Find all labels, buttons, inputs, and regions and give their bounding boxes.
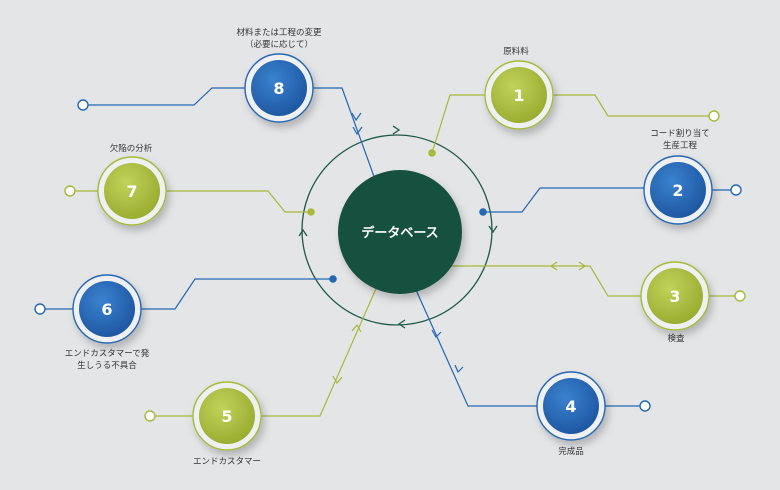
connector-4 [411,280,540,407]
label-line: 生しうる不具合 [77,361,137,371]
connector-1-out [550,94,714,117]
label-line: 検査 [667,334,685,344]
node-5-label: エンドカスタマー [193,456,261,468]
connector-8-out [83,87,248,106]
connector-3 [430,265,645,297]
node-6-label: エンドカスタマーで発 生しうる不具合 [65,348,150,372]
node-7-label: 欠陥の分析 [110,143,153,155]
node-number: 5 [221,407,232,426]
node-2: 2 [643,155,713,225]
label-line: エンドカスタマー [192,457,262,467]
connector-2 [483,187,647,213]
connector-arrows [332,112,587,385]
label-line: 欠陥の分析 [109,144,153,154]
node-number: 1 [513,86,524,105]
node-1: 1 [484,60,554,130]
node-number: 4 [565,397,576,416]
label-line: コード割り当て [650,129,710,139]
node-7: 7 [97,156,167,226]
node-number: 8 [273,79,284,98]
node-8: 8 [244,53,314,123]
connector-1 [431,94,488,154]
node-1-label: 原料料 [503,46,529,58]
endpoint-circles [34,99,746,422]
node-6: 6 [72,274,142,344]
node-4-label: 完成品 [558,446,584,458]
connector-7 [162,190,311,213]
label-line: 完成品 [558,447,584,457]
node-5: 5 [192,381,262,451]
hub-label: データベース [361,225,438,241]
connector-5 [258,274,383,417]
node-3: 3 [640,261,710,331]
node-number: 6 [101,300,112,319]
node-8-label: 材料または工程の変更 （必要に応じて） [236,27,321,51]
connector-6 [136,278,333,310]
database-hub: データベース [338,170,462,294]
label-line: 生産工程 [662,141,698,151]
node-3-label: 検査 [667,333,684,345]
node-2-label: コード割り当て 生産工程 [650,128,710,152]
node-number: 3 [669,287,680,306]
node-number: 7 [126,182,137,201]
ring-arrows [298,125,498,329]
label-line: （必要に応じて） [244,40,314,50]
label-line: 原料料 [503,47,529,57]
node-4: 4 [536,371,606,441]
connector-8 [308,87,377,183]
label-line: エンドカスタマーで発 [64,349,150,359]
node-number: 2 [672,181,683,200]
label-line: 材料または工程の変更 [236,28,322,38]
